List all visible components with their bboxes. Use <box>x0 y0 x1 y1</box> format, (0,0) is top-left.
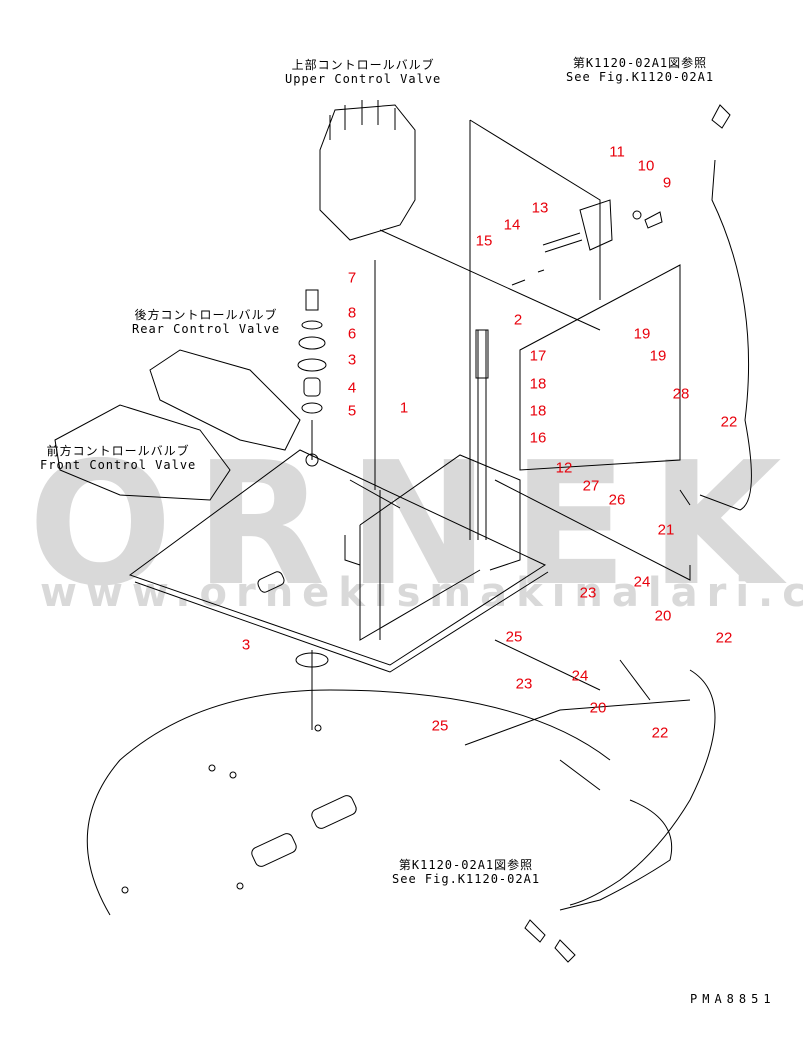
rear-control-valve <box>149 349 301 451</box>
rear-control-valve-label-jp: 後方コントロールバルブ <box>134 308 278 322</box>
reference-bottom-jp: 第K1120-02A1図参照 <box>398 858 534 872</box>
cable-right <box>569 669 716 906</box>
callout: 28 <box>672 385 690 403</box>
callout: 3 <box>347 351 357 369</box>
bracket <box>359 454 521 571</box>
callout: 17 <box>529 347 547 365</box>
upper-control-valve-label-jp: 上部コントロールバルブ <box>291 58 435 72</box>
reference-bottom-label: 第K1120-02A1図参照 See Fig.K1120-02A1 <box>392 858 540 886</box>
callout: 27 <box>582 477 600 495</box>
callout: 23 <box>579 584 597 602</box>
callout: 16 <box>529 429 547 447</box>
callout: 14 <box>503 216 521 234</box>
drawing-code: PMA8851 <box>690 992 776 1006</box>
cable-bottom <box>559 799 673 911</box>
reference-top-jp: 第K1120-02A1図参照 <box>572 56 708 70</box>
callout: 6 <box>347 325 357 343</box>
callout: 11 <box>609 143 625 161</box>
upper-control-valve-label-en: Upper Control Valve <box>285 72 442 86</box>
upper-control-valve <box>319 104 416 241</box>
upper-control-valve-label: 上部コントロールバルブ Upper Control Valve <box>285 58 441 86</box>
base-plate <box>128 449 547 666</box>
callout: 9 <box>662 174 672 192</box>
callout: 20 <box>654 607 672 625</box>
callout: 20 <box>589 699 607 717</box>
callout: 10 <box>637 157 655 175</box>
cable-top <box>699 159 752 511</box>
front-control-valve-label-en: Front Control Valve <box>40 458 197 472</box>
front-control-valve-label: 前方コントロールバルブ Front Control Valve <box>40 444 196 472</box>
callout: 19 <box>649 347 667 365</box>
rear-control-valve-label: 後方コントロールバルブ Rear Control Valve <box>132 308 280 336</box>
callout: 25 <box>431 717 449 735</box>
callout: 2 <box>513 311 523 329</box>
floor-plate <box>86 689 611 916</box>
callout: 8 <box>347 304 357 322</box>
reference-bottom-en: See Fig.K1120-02A1 <box>392 872 541 886</box>
callout: 23 <box>515 675 533 693</box>
reference-top-label: 第K1120-02A1図参照 See Fig.K1120-02A1 <box>566 56 714 84</box>
callout: 24 <box>571 667 589 685</box>
rear-control-valve-label-en: Rear Control Valve <box>132 322 281 336</box>
callout: 26 <box>608 491 626 509</box>
callout: 15 <box>475 232 493 250</box>
callout: 7 <box>347 269 357 287</box>
callout: 18 <box>529 402 547 420</box>
callout: 25 <box>505 628 523 646</box>
callout: 22 <box>715 629 733 647</box>
front-control-valve <box>54 404 231 501</box>
front-control-valve-label-jp: 前方コントロールバルブ <box>46 444 190 458</box>
reference-top-en: See Fig.K1120-02A1 <box>566 70 715 84</box>
callout: 22 <box>720 413 738 431</box>
callout: 4 <box>347 379 357 397</box>
callout: 24 <box>633 573 651 591</box>
callout: 13 <box>531 199 549 217</box>
callout: 1 <box>399 399 409 417</box>
callout: 18 <box>529 375 547 393</box>
callout: 12 <box>555 459 573 477</box>
callout: 5 <box>347 402 357 420</box>
callout: 3 <box>241 636 251 654</box>
watermark-brand: ORNEK <box>28 426 803 624</box>
callout: 19 <box>633 325 651 343</box>
callout: 22 <box>651 724 669 742</box>
callout: 21 <box>657 521 675 539</box>
